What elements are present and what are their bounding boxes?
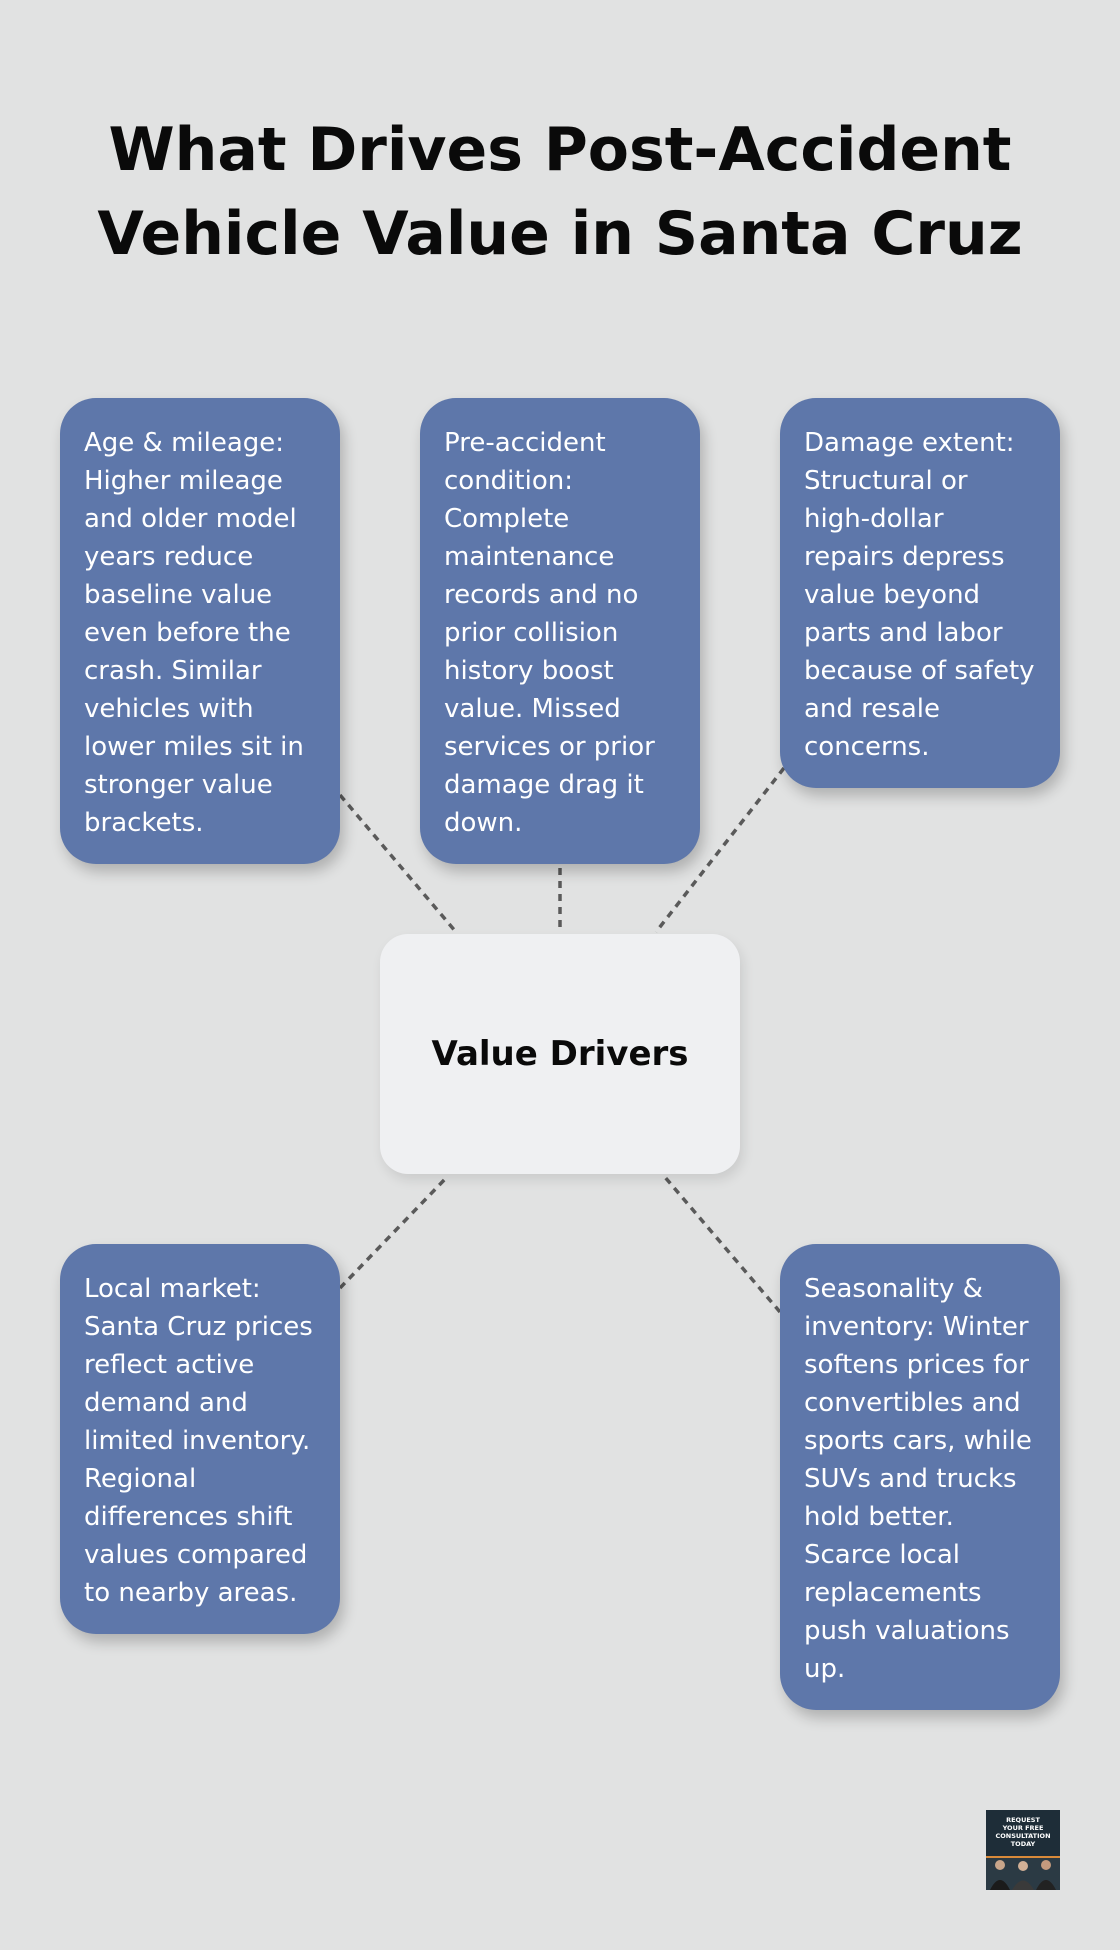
consultation-badge[interactable]: REQUEST YOUR FREE CONSULTATION TODAY xyxy=(986,1810,1060,1890)
connector-damage xyxy=(654,766,786,934)
title-line-2: Vehicle Value in Santa Cruz xyxy=(97,199,1023,269)
center-node: Value Drivers xyxy=(380,934,740,1174)
page-title: What Drives Post-Accident Vehicle Value … xyxy=(0,108,1120,276)
card-pre-accident-condition: Pre-accident condition: Complete mainten… xyxy=(420,398,700,864)
connector-age xyxy=(338,793,458,934)
connector-season xyxy=(662,1174,782,1314)
badge-line-3: CONSULTATION xyxy=(995,1832,1051,1840)
card-age-mileage-text: Age & mileage: Higher mileage and older … xyxy=(84,428,304,838)
badge-line-2: YOUR FREE xyxy=(1002,1824,1044,1832)
card-pre-accident-condition-text: Pre-accident condition: Complete mainten… xyxy=(444,428,655,838)
consultation-badge-text: REQUEST YOUR FREE CONSULTATION TODAY xyxy=(986,1816,1060,1848)
card-seasonality-inventory-text: Seasonality & inventory: Winter softens … xyxy=(804,1274,1032,1684)
people-photo-icon xyxy=(986,1856,1060,1890)
title-line-1: What Drives Post-Accident xyxy=(108,115,1012,185)
card-age-mileage: Age & mileage: Higher mileage and older … xyxy=(60,398,340,864)
card-local-market: Local market: Santa Cruz prices reflect … xyxy=(60,1244,340,1634)
card-local-market-text: Local market: Santa Cruz prices reflect … xyxy=(84,1274,313,1608)
connector-local xyxy=(338,1174,450,1290)
card-damage-extent-text: Damage extent: Structural or high-dollar… xyxy=(804,428,1035,762)
card-damage-extent: Damage extent: Structural or high-dollar… xyxy=(780,398,1060,788)
badge-line-1: REQUEST xyxy=(1006,1816,1040,1824)
badge-line-4: TODAY xyxy=(1010,1840,1036,1848)
card-seasonality-inventory: Seasonality & inventory: Winter softens … xyxy=(780,1244,1060,1710)
center-node-label: Value Drivers xyxy=(431,1034,689,1074)
